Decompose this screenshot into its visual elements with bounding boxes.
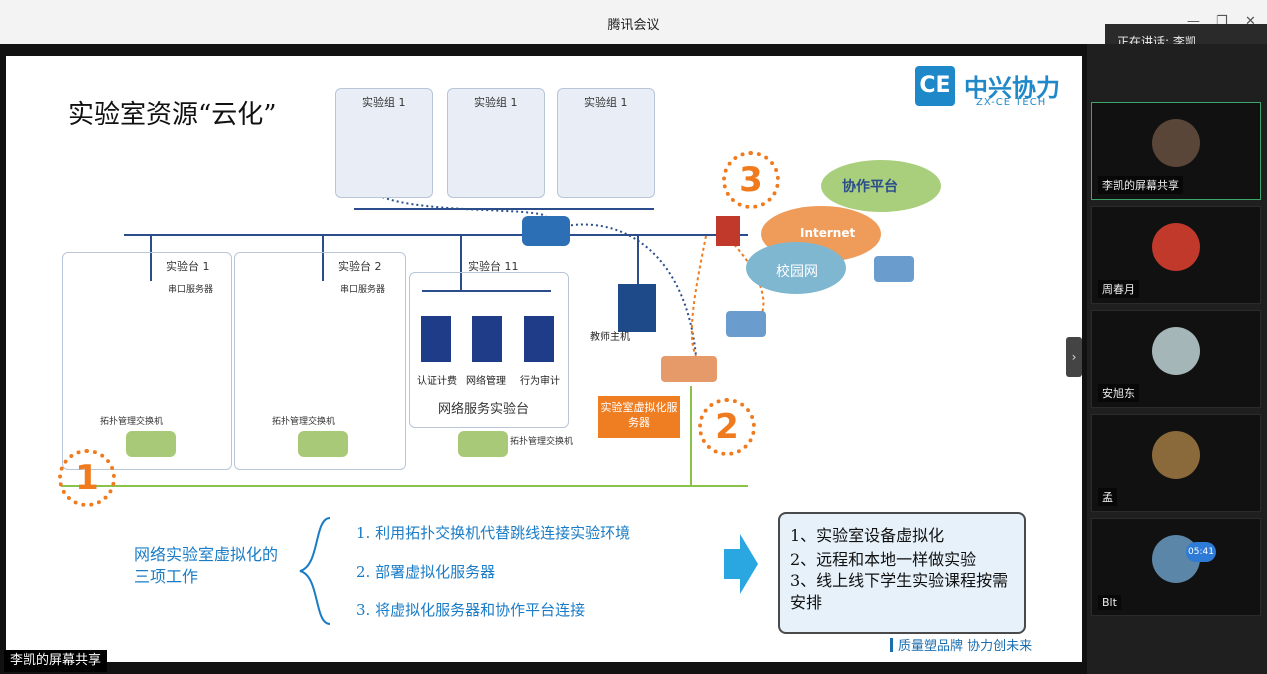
participant-tile[interactable]: 孟 [1091, 414, 1261, 512]
work-item-2: 2. 部署虚拟化服务器 [356, 563, 496, 581]
table-label: 实验台 1 [166, 260, 210, 273]
firewall-icon [716, 216, 740, 246]
logo-text: 中兴协力 [964, 74, 1060, 102]
shared-screen: 实验室资源“云化” CE 中兴协力 ZX-CE TECH [0, 44, 1087, 674]
remote-user-icon [726, 311, 766, 337]
teacher-host-label: 教师主机 [590, 332, 630, 343]
arrow-right-icon [724, 534, 758, 594]
brace-icon [299, 517, 331, 625]
participant-name: 周春月 [1098, 280, 1139, 298]
table-label: 实验台 11 [468, 260, 519, 273]
work-label: 网络实验室虚拟化的三项工作 [134, 545, 279, 586]
core-switch-icon [522, 216, 570, 246]
serial-server-label: 串口服务器 [168, 285, 214, 295]
lab-group-3 [557, 88, 655, 198]
collapse-panel-button[interactable]: › [1066, 337, 1082, 377]
work-item-1: 1. 利用拓扑交换机代替跳线连接实验环境 [356, 524, 631, 542]
avatar [1152, 431, 1200, 479]
server-label: 网络管理 [466, 376, 506, 387]
lab-table-1 [62, 252, 232, 470]
participant-tile[interactable]: 李凯的屏幕共享 [1091, 102, 1261, 200]
result-item-1: 1、实验室设备虚拟化 [790, 526, 945, 545]
avatar [1152, 327, 1200, 375]
network-diagram [61, 160, 941, 487]
slide: 实验室资源“云化” CE 中兴协力 ZX-CE TECH [6, 56, 1082, 662]
work-item-3: 3. 将虚拟化服务器和协作平台连接 [356, 601, 586, 619]
title-bar: 腾讯会议 — ❐ ✕ [0, 0, 1267, 45]
window-title: 腾讯会议 [607, 18, 660, 33]
topo-switch-icon [298, 431, 348, 457]
lab-group-1 [335, 88, 433, 198]
participant-name: 孟 [1098, 488, 1117, 506]
remote-user-icon [874, 256, 914, 282]
group-label: 实验组 1 [584, 96, 628, 109]
participant-tile[interactable]: 周春月 [1091, 206, 1261, 304]
server-icon [421, 316, 451, 362]
topo-switch-label: 拓扑管理交换机 [510, 437, 574, 447]
collab-cloud-icon [821, 160, 941, 212]
teacher-host-icon [618, 284, 656, 332]
step-number-1: 1 [58, 449, 116, 507]
logo-subtext: ZX-CE TECH [976, 97, 1047, 108]
collab-platform-label: 协作平台 [842, 179, 898, 195]
logo-mark: CE [915, 66, 955, 106]
results-scroll: 1、实验室设备虚拟化 2、远程和本地一样做实验 3、线上线下学生实验课程按需安排 [778, 512, 1026, 634]
net-service-label: 网络服务实验台 [438, 402, 530, 417]
slide-title: 实验室资源“云化” [68, 100, 277, 130]
close-icon[interactable]: ✕ [1245, 14, 1256, 29]
timer-badge: 05:41 [1186, 542, 1216, 562]
server-icon [472, 316, 502, 362]
serial-server-label: 串口服务器 [340, 285, 386, 295]
topo-switch-label: 拓扑管理交换机 [100, 417, 164, 427]
result-item-2: 2、远程和本地一样做实验 [790, 550, 977, 569]
topo-switch-label: 拓扑管理交换机 [272, 417, 336, 427]
avatar [1152, 119, 1200, 167]
slide-footer: 质量塑品牌 协力创未来 [890, 635, 1032, 654]
virt-server-box: 实验室虚拟化服务器 [598, 396, 680, 438]
screen-share-badge: 李凯的屏幕共享 [4, 650, 108, 672]
maximize-icon[interactable]: ❐ [1216, 14, 1228, 29]
server-icon [524, 316, 554, 362]
participant-name: 安旭东 [1098, 384, 1139, 402]
participant-name: Blt [1098, 595, 1121, 610]
lab-group-2 [447, 88, 545, 198]
group-label: 实验组 1 [362, 96, 406, 109]
lab-table-2 [234, 252, 406, 470]
group-label: 实验组 1 [474, 96, 518, 109]
participant-tile[interactable]: 安旭东 [1091, 310, 1261, 408]
table-label: 实验台 2 [338, 260, 382, 273]
participant-name: 李凯的屏幕共享 [1098, 176, 1183, 194]
step-number-3: 3 [722, 151, 780, 209]
campus-cloud-icon [746, 242, 846, 294]
lab-table-11 [409, 272, 569, 428]
server-label: 行为审计 [520, 376, 560, 387]
result-item-3: 3、线上线下学生实验课程按需安排 [790, 571, 1009, 612]
campus-net-label: 校园网 [776, 264, 818, 280]
step-number-2: 2 [698, 398, 756, 456]
avatar [1152, 223, 1200, 271]
topo-switch-icon [458, 431, 508, 457]
internet-label: Internet [800, 226, 856, 240]
server-label: 认证计费 [417, 376, 457, 387]
participant-tile[interactable]: Blt [1091, 518, 1261, 616]
virt-server-icon [661, 356, 717, 382]
topo-switch-icon [126, 431, 176, 457]
